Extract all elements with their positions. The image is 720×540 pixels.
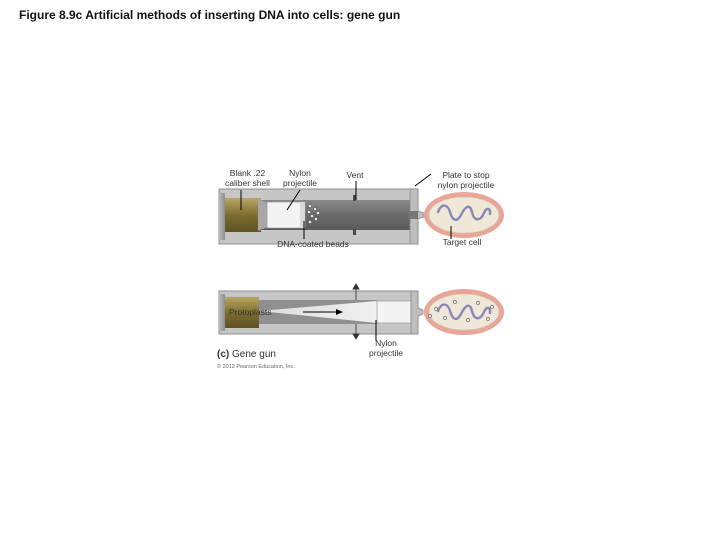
label-nylon-projectile-top-line1: Nylon	[289, 168, 311, 178]
stop-plate-bottom	[410, 290, 424, 335]
gene-gun-top-assembly	[218, 188, 425, 245]
label-plate-line1: Plate to stop	[442, 170, 490, 180]
cell-cytoplasm	[428, 196, 500, 234]
label-blank-shell: Blank .22 caliber shell	[220, 168, 275, 188]
panel-caption-text: Gene gun	[232, 349, 276, 360]
dna-beads-cluster	[307, 204, 320, 224]
dna-strand	[436, 303, 492, 321]
gun-rim-bottom	[219, 294, 225, 331]
label-nylon-projectile-bottom-line2: projectile	[368, 348, 404, 358]
target-cell-top	[424, 192, 504, 238]
nylon-projectile-bottom	[376, 300, 412, 324]
figure-title: Figure 8.9c Artificial methods of insert…	[19, 8, 401, 22]
label-dna-beads: DNA-coated beads	[277, 239, 349, 249]
leader-lines-bottom	[303, 311, 377, 341]
panel-caption: (c) Gene gun	[217, 349, 276, 360]
label-nylon-projectile-bottom-line1: Nylon	[375, 338, 397, 348]
gun-rim-top	[219, 193, 225, 240]
label-target-cell: Target cell	[442, 237, 482, 247]
label-blank-shell-line1: Blank .22	[229, 168, 266, 178]
label-nylon-projectile-top: Nylon projectile	[276, 168, 324, 188]
target-cell-bottom	[424, 289, 504, 335]
label-plate-line2: nylon projectile	[437, 180, 495, 190]
label-protoplasts: Protoplasts	[229, 307, 272, 317]
label-nylon-projectile-bottom: Nylon projectile	[358, 338, 414, 358]
blank-shell-bottom	[225, 297, 259, 328]
dna-beads-in-cell	[428, 300, 494, 322]
blank-shell-top	[225, 198, 261, 232]
cell-cytoplasm	[428, 293, 500, 331]
panel-letter: (c)	[217, 349, 230, 360]
label-blank-shell-line2: caliber shell	[225, 178, 270, 188]
nylon-projectile-top	[266, 201, 306, 229]
vent-arrows	[352, 283, 360, 340]
label-plate: Plate to stop nylon projectile	[428, 170, 504, 190]
vent-top	[353, 195, 356, 201]
leader-lines-top	[240, 173, 452, 239]
label-vent: Vent	[346, 170, 364, 180]
copyright: © 2012 Pearson Education, Inc.	[217, 364, 295, 370]
label-nylon-projectile-top-line2: projectile	[282, 178, 318, 188]
dna-strand	[436, 204, 492, 222]
